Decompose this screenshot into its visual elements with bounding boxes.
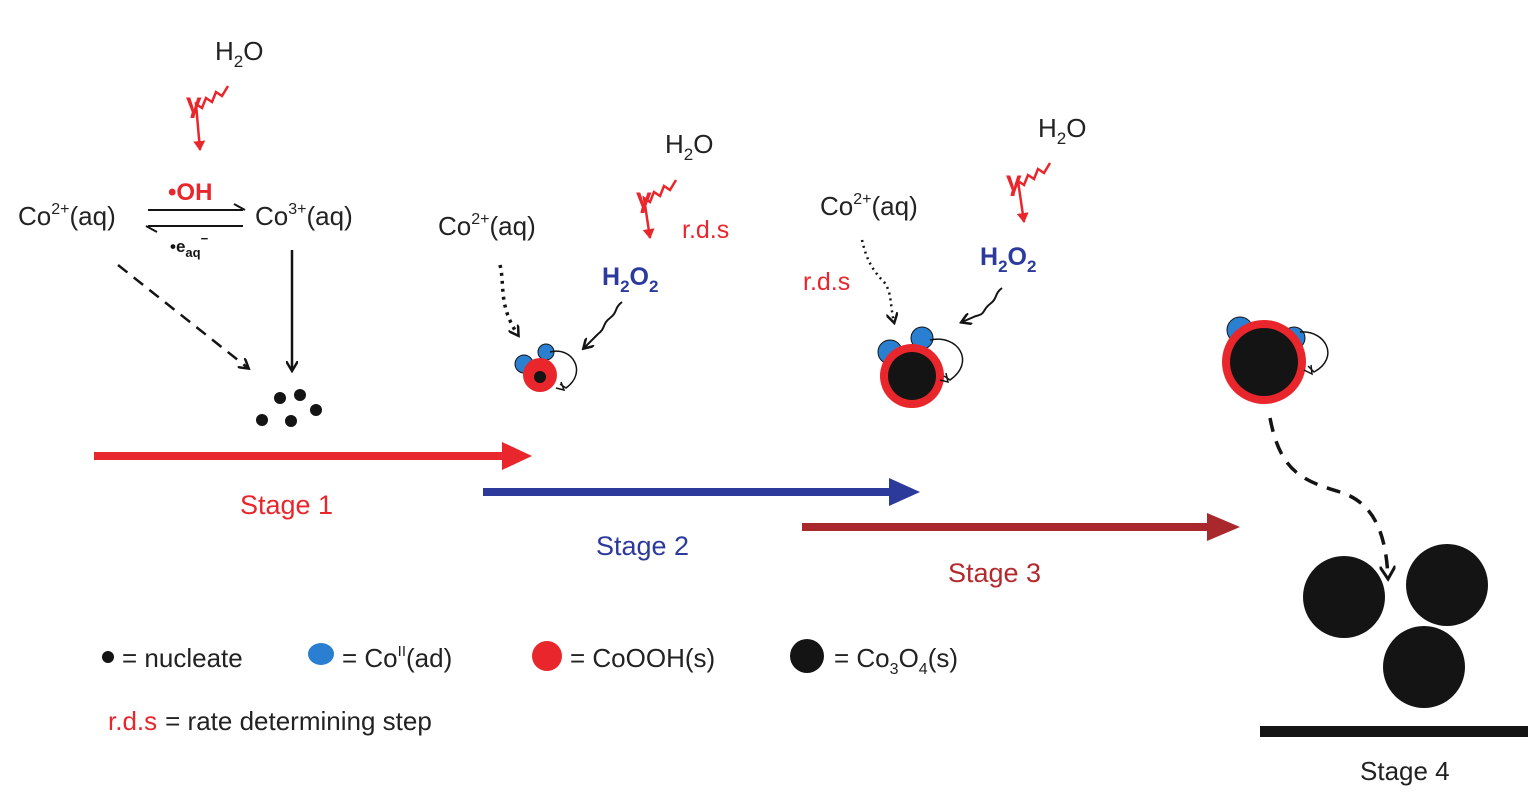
particle-stage-2 <box>514 343 578 392</box>
legend-rds-text: r.d.s= rate determining step <box>108 706 432 736</box>
co3-aq-label: Co3+(aq) <box>255 201 353 231</box>
rds-label-3: r.d.s <box>803 268 850 296</box>
particle-stage-4 <box>1222 316 1329 404</box>
hydrated-electron-label: •eaq− <box>170 231 209 260</box>
legend-co3o4-text: = Co3O4(s) <box>834 643 958 678</box>
legend-nucleate-text: = nucleate <box>122 643 243 673</box>
gamma-ray-arrow-2 <box>642 179 678 239</box>
co2-dotted-arrow-2 <box>498 264 518 335</box>
hydroxyl-radical-label: •OH <box>168 179 212 206</box>
rds-label-2: r.d.s <box>682 216 729 244</box>
legend-cooh-text: = CoOOH(s) <box>570 643 715 673</box>
stage-4-label: Stage 4 <box>1360 756 1450 786</box>
particle-stage-3 <box>877 326 964 408</box>
legend-co-ii-dot <box>308 643 334 665</box>
stage-2-label: Stage 2 <box>596 531 689 561</box>
h2o2-wavy-arrow-2 <box>584 301 623 348</box>
gamma-ray-arrow-3 <box>1016 162 1052 223</box>
stage-2-arrow <box>483 478 920 506</box>
co3o4-aggregate <box>1303 544 1488 708</box>
h2o-label-1: H2O <box>215 36 263 71</box>
co2-aq-label-1: Co2+(aq) <box>18 201 116 231</box>
h2o-label-3: H2O <box>1038 113 1086 148</box>
stage-3-arrow <box>802 513 1240 541</box>
h2o-label-2: H2O <box>665 129 713 164</box>
aggregation-dashed-arrow <box>1268 417 1388 578</box>
legend-co-ii-text: = CoII(ad) <box>342 643 452 673</box>
h2o2-wavy-arrow-3 <box>962 287 1003 322</box>
stage-1-arrow <box>94 442 532 470</box>
stage-3-label: Stage 3 <box>948 558 1041 588</box>
legend-co3o4-dot <box>790 639 824 673</box>
gamma-ray-arrow-1 <box>193 85 230 151</box>
legend-cooh-dot <box>532 641 562 671</box>
h2o2-label-2: H2O2 <box>602 263 658 296</box>
co2-dotted-arrow-3 <box>860 239 894 322</box>
substrate-bar <box>1260 726 1528 737</box>
co2-aq-label-2: Co2+(aq) <box>438 211 536 241</box>
legend-nucleate-dot <box>102 651 114 663</box>
gamma-label-1: γ <box>186 87 202 118</box>
co2-to-nucleate-dashed-arrow <box>117 264 248 368</box>
h2o2-label-3: H2O2 <box>980 243 1036 276</box>
nucleate-cluster <box>256 389 322 427</box>
co2-aq-label-3: Co2+(aq) <box>820 191 918 221</box>
stage-1-label: Stage 1 <box>240 490 333 520</box>
